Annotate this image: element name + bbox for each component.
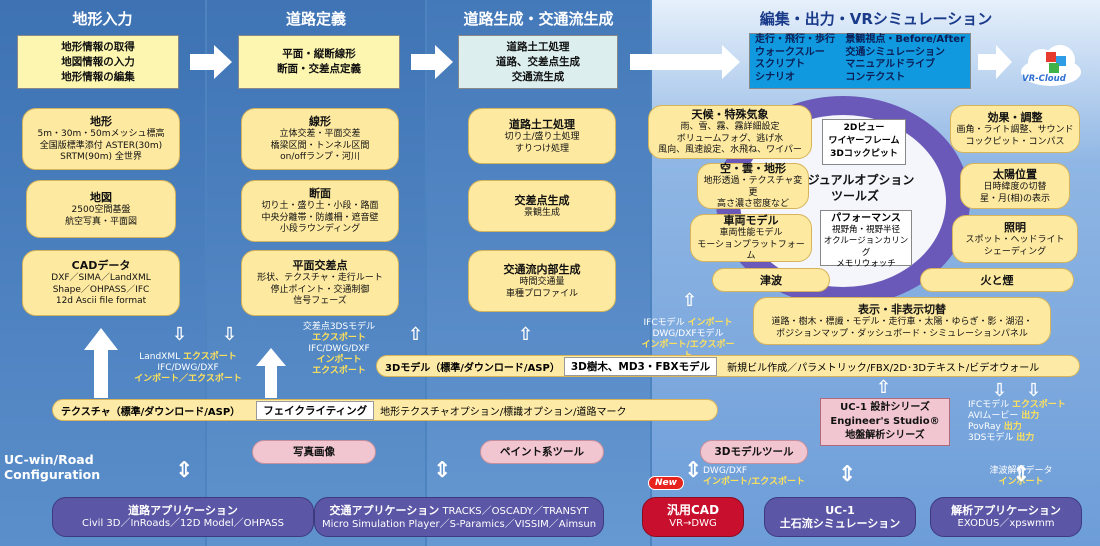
sky-card: 空・雲・地形 地形透過・テクスチャ変更 高さ濃さ密度など (697, 162, 809, 209)
phase-title-edit: 編集・出力・VRシミュレーション (759, 10, 993, 28)
lighting-card: 照明 スポット・ヘッドライト シェーディング (952, 215, 1078, 263)
updown-arrow-uc1-app: ⇕ (838, 462, 857, 487)
config-label: UC-win/Road Configuration (4, 452, 101, 482)
up-arrow-1: ⇧ (408, 324, 424, 345)
new-badge: New (648, 476, 684, 490)
effect-card: 効果・調整 画角・ライト調整、サウンド コックピット・コンパス (950, 105, 1080, 153)
vr-cloud-label: VR-Cloud (1022, 74, 1066, 84)
sun-card: 太陽位置 日時緯度の切替 星・月(相)の表示 (960, 163, 1070, 209)
terrain-input-box: 地形情報の取得 地図情報の入力 地形情報の編集 (17, 35, 179, 89)
vr-cloud-logo: VR-Cloud (1018, 38, 1084, 88)
down-arrow-2: ⇩ (222, 324, 238, 345)
display-toggle-card: 表示・非表示切替 道路・樹木・標識・モデル・走行車・太陽・ゆらぎ・影・湖沼・ ポ… (753, 297, 1051, 345)
analysis-application-pill[interactable]: 解析アプリケーション EXODUS／xpswmm (930, 497, 1082, 537)
vr-sim-left: 走行・飛行・歩行 ウォークスルー スクリプト シナリオ (755, 34, 835, 83)
updown-arrow-cad-app: ⇕ (684, 458, 703, 483)
flow-arrow-4 (978, 45, 1012, 79)
flow-arrow-1 (190, 45, 232, 79)
updown-arrow-analysis-app: ⇕ (1012, 462, 1031, 487)
tsunami-data-note: 津波解析データ インポート (989, 466, 1053, 487)
model-3d-box: 3D樹木、MD3・FBXモデル (563, 356, 718, 376)
phase-title-terrain: 地形入力 (72, 10, 133, 28)
up-arrow-4: ⇧ (876, 377, 892, 398)
gen-earthwork-card: 道路土工処理 切り土/盛り土処理 すりつけ処理 (468, 108, 616, 164)
general-cad-pill[interactable]: 汎用CAD VR→DWG (642, 497, 744, 537)
vr-sim-right: 景観視点・Before/After 交通シミュレーション マニュアルドライブ コ… (845, 34, 965, 83)
terrain-map-card: 地図 2500空間基盤 航空写真・平面図 (26, 180, 176, 238)
tsunami-card: 津波 (712, 268, 830, 292)
uc1-debris-pill[interactable]: UC-1 土石流シミュレーション (764, 497, 916, 537)
visual-options-title: ビジュアルオプション ツールズ (795, 173, 915, 203)
fire-smoke-card: 火と煙 (920, 268, 1074, 292)
fake-lighting-box: フェイクライティング (256, 400, 375, 420)
landxml-note: LandXML エクスポート IFC/DWG/DXF インポート／エクスポート (134, 352, 242, 384)
paint-tool[interactable]: ペイント系ツール (480, 440, 604, 464)
weather-card: 天候・特殊気象 雨、雪、霧、霧詳細設定 ボリュームフォグ、逃げ水 風向、風速設定… (648, 105, 812, 159)
down-arrow-4: ⇩ (1026, 380, 1042, 401)
dwg-io-note: DWG/DXF インポート/エクスポート (703, 466, 806, 487)
up-arrow-3: ⇧ (682, 290, 698, 311)
performance-box: パフォーマンス 視野角・視野半径 オクルージョンカリング メモリウォッチ (820, 210, 912, 269)
view-options-box: 2Dビュー ワイヤーフレーム 3Dコックピット (822, 119, 906, 165)
vehicle-card: 車両モデル 車両性能モデル モーションプラットフォーム (690, 214, 812, 262)
down-arrow-3: ⇩ (992, 380, 1008, 401)
terrain-elevation-card: 地形 5m・30m・50mメッシュ標高 全国版標準添付 ASTER(30m) S… (22, 108, 180, 170)
road-application-pill[interactable]: 道路アプリケーション Civil 3D／InRoads／12D Model／OH… (52, 497, 314, 537)
road-define-box: 平面・縦断線形 断面・交差点定義 (238, 35, 400, 89)
phase-title-road: 道路定義 (285, 10, 346, 28)
updown-arrow-traffic-app: ⇕ (433, 458, 452, 483)
cloud-icon (1021, 45, 1081, 86)
flow-arrow-3 (630, 45, 740, 79)
big-up-arrow-terrain (84, 328, 118, 398)
model-3d-bar: 3Dモデル（標準/ダウンロード/ASP） 3D樹木、MD3・FBXモデル 新規ビ… (376, 355, 1080, 377)
model-3d-tool[interactable]: 3Dモデルツール (700, 440, 808, 464)
flow-arrow-2 (411, 45, 453, 79)
phase-title-gen: 道路生成・交通流生成 (463, 10, 614, 28)
terrain-cad-card: CADデータ DXF／SIMA／LandXML Shape／OHPASS／IFC… (22, 250, 180, 316)
vr-sim-box: 走行・飛行・歩行 ウォークスルー スクリプト シナリオ 景観視点・Before/… (749, 33, 971, 89)
photo-image-tool[interactable]: 写真画像 (252, 440, 376, 464)
gen-intersection-card: 交差点生成 景観生成 (468, 180, 616, 232)
road-alignment-card: 線形 立体交差・平面交差 橋梁区間・トンネル区間 on/offランプ・河川 (241, 108, 399, 170)
texture-bar: テクスチャ（標準/ダウンロード/ASP） フェイクライティング 地形テクスチャオ… (52, 399, 718, 421)
up-arrow-2: ⇧ (518, 324, 534, 345)
traffic-application-pill[interactable]: 交通アプリケーション TRACKS／OSCADY／TRANSYT Micro S… (314, 497, 604, 537)
road-section-card: 断面 切り土・盛り土・小段・路面 中央分離帯・防護柵・遮音壁 小段ラウンディング (241, 180, 399, 242)
updown-arrow-road-app: ⇕ (175, 458, 194, 483)
gen-traffic-card: 交通流内部生成 時間交通量 車種プロファイル (468, 250, 616, 312)
road-intersection-card: 平面交差点 形状、テクスチャ・走行ルート 停止ポイント・交通制御 信号フェーズ (241, 250, 399, 316)
road-gen-box: 道路土工処理 道路、交差点生成 交通流生成 (458, 35, 618, 89)
export-right-note: IFCモデル エクスポート AVIムービー 出力 PovRay 出力 3DSモデ… (968, 400, 1066, 443)
big-up-arrow-road (256, 348, 286, 398)
uc1-design-series-box: UC-1 設計シリーズ Engineer's Studio® 地盤解析シリーズ (820, 398, 950, 446)
down-arrow-1: ⇩ (172, 324, 188, 345)
intersection-export-note: 交差点3DSモデル エクスポート IFC/DWG/DXF インポート エクスポー… (302, 322, 376, 376)
